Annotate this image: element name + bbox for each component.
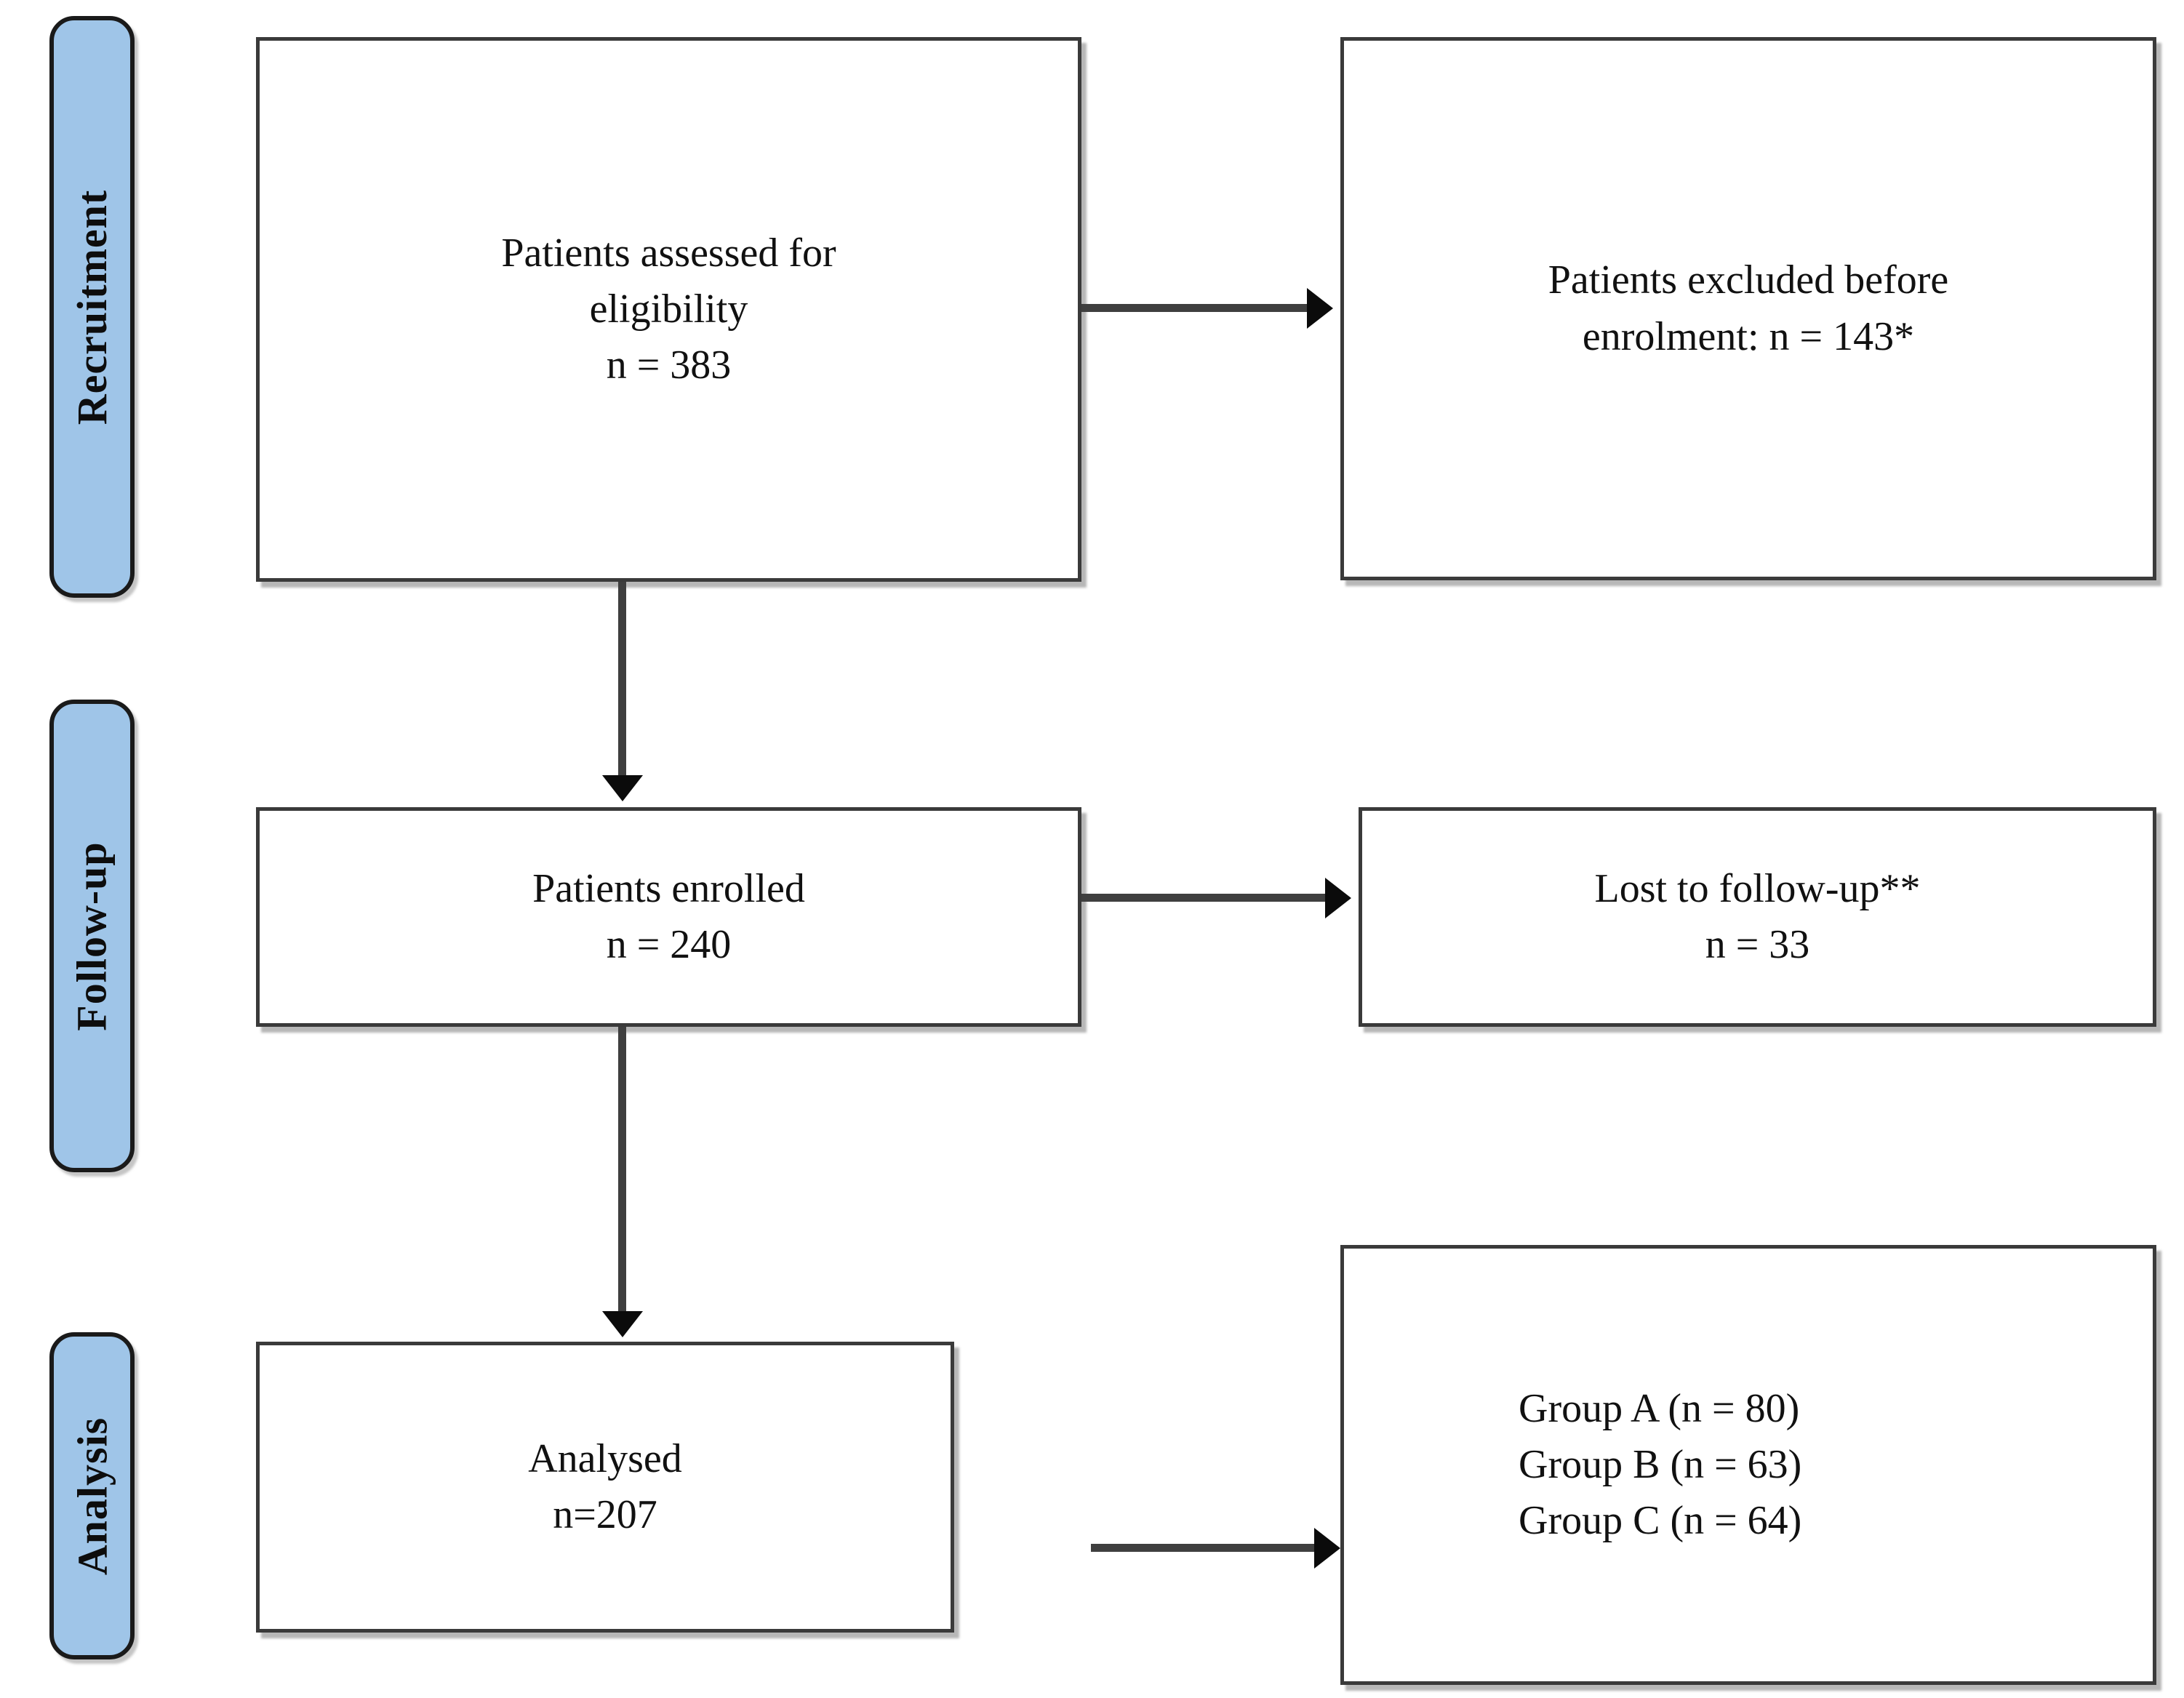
box-patients-excluded: Patients excluded before enrolment: n = … bbox=[1340, 37, 2156, 580]
box-line: Patients excluded before bbox=[1548, 257, 1949, 303]
box-lost-to-followup-text: Lost to follow-up** n = 33 bbox=[1576, 861, 1940, 974]
stage-label-follow-up-text: Follow-up bbox=[68, 841, 116, 1031]
box-analysed: Analysed n=207 bbox=[256, 1342, 954, 1633]
box-patients-excluded-text: Patients excluded before enrolment: n = … bbox=[1529, 252, 1967, 365]
stage-label-analysis-text: Analysis bbox=[68, 1417, 116, 1575]
box-lost-to-followup: Lost to follow-up** n = 33 bbox=[1359, 807, 2156, 1027]
box-analysed-groups: Group A (n = 80) Group B (n = 63) Group … bbox=[1340, 1245, 2156, 1685]
box-patients-enrolled: Patients enrolled n = 240 bbox=[256, 807, 1081, 1027]
arrow-assessed-to-enrolled bbox=[601, 582, 643, 801]
stage-label-recruitment-text: Recruitment bbox=[68, 189, 116, 425]
arrowhead-down-icon bbox=[601, 775, 643, 801]
box-line: Patients enrolled bbox=[532, 865, 805, 911]
stage-label-follow-up: Follow-up bbox=[49, 700, 135, 1172]
box-patients-enrolled-text: Patients enrolled n = 240 bbox=[513, 861, 824, 974]
box-line: Analysed bbox=[528, 1435, 682, 1481]
box-line: Patients assessed for bbox=[501, 230, 836, 276]
arrowhead-right-icon bbox=[1307, 287, 1333, 329]
arrow-analysed-to-groups bbox=[1091, 1527, 1340, 1569]
box-line: n = 240 bbox=[606, 922, 732, 967]
box-line: Lost to follow-up** bbox=[1594, 865, 1921, 911]
arrowhead-right-icon bbox=[1314, 1527, 1340, 1569]
arrow-assessed-to-excluded bbox=[1081, 287, 1333, 329]
arrow-enrolled-to-analysed bbox=[601, 1027, 643, 1337]
arrow-enrolled-to-lost bbox=[1081, 877, 1351, 918]
box-patients-assessed-text: Patients assessed for eligibility n = 38… bbox=[482, 225, 855, 394]
box-line: enrolment: n = 143* bbox=[1582, 313, 1915, 359]
stage-label-analysis: Analysis bbox=[49, 1332, 135, 1659]
box-line: n = 383 bbox=[606, 343, 732, 388]
box-line: Group A (n = 80) bbox=[1519, 1385, 1800, 1431]
box-line: n=207 bbox=[553, 1492, 657, 1537]
box-analysed-groups-text: Group A (n = 80) Group B (n = 63) Group … bbox=[1344, 1381, 2153, 1550]
box-line: n = 33 bbox=[1705, 922, 1810, 967]
box-line: eligibility bbox=[589, 286, 748, 332]
box-patients-assessed: Patients assessed for eligibility n = 38… bbox=[256, 37, 1081, 582]
box-analysed-text: Analysed n=207 bbox=[509, 1431, 701, 1544]
stage-label-recruitment: Recruitment bbox=[49, 16, 135, 598]
arrowhead-right-icon bbox=[1325, 877, 1351, 918]
box-line: Group C (n = 64) bbox=[1519, 1498, 1802, 1544]
arrowhead-down-icon bbox=[601, 1311, 643, 1337]
box-line: Group B (n = 63) bbox=[1519, 1441, 1802, 1487]
